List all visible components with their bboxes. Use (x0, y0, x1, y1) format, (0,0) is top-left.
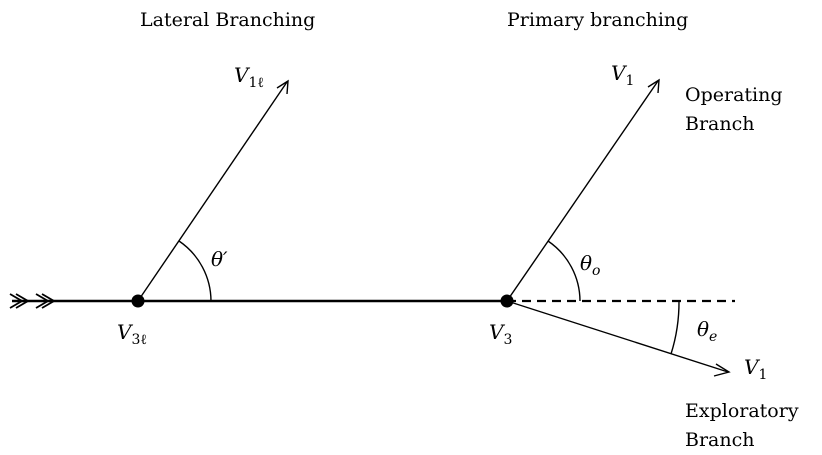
label-v3: V3 (489, 320, 512, 348)
lateral-branching-title: Lateral Branching (140, 9, 315, 31)
operating-branch-arrowhead (647, 78, 660, 94)
lateral-branch-arrowhead (276, 79, 289, 95)
exploratory-branch-line (506, 300, 729, 373)
label-v3l: V3ℓ (117, 320, 147, 348)
exploratory-branch-label-line2: Branch (685, 429, 755, 451)
label-theta-prime: θ′ (211, 247, 228, 271)
label-theta-e: θe (697, 317, 717, 345)
label-v1-operating: V1 (611, 61, 634, 89)
node-v3l (131, 294, 145, 308)
label-theta-o: θo (580, 251, 600, 279)
theta-o-arc (547, 240, 581, 302)
theta-prime-arc (178, 240, 212, 302)
exploratory-branch-arrowhead (713, 363, 731, 377)
label-v1-exploratory: V1 (744, 355, 767, 383)
exploratory-branch-label-line1: Exploratory (685, 400, 799, 422)
operating-branch-line (506, 80, 659, 302)
label-v1l: V1ℓ (234, 63, 264, 91)
lateral-branch-line (137, 81, 288, 302)
node-v3 (500, 294, 514, 308)
primary-branching-title: Primary branching (507, 9, 688, 31)
operating-branch-label-line1: Operating (685, 84, 783, 106)
operating-branch-label-line2: Branch (685, 113, 755, 135)
theta-e-arc (670, 300, 680, 355)
